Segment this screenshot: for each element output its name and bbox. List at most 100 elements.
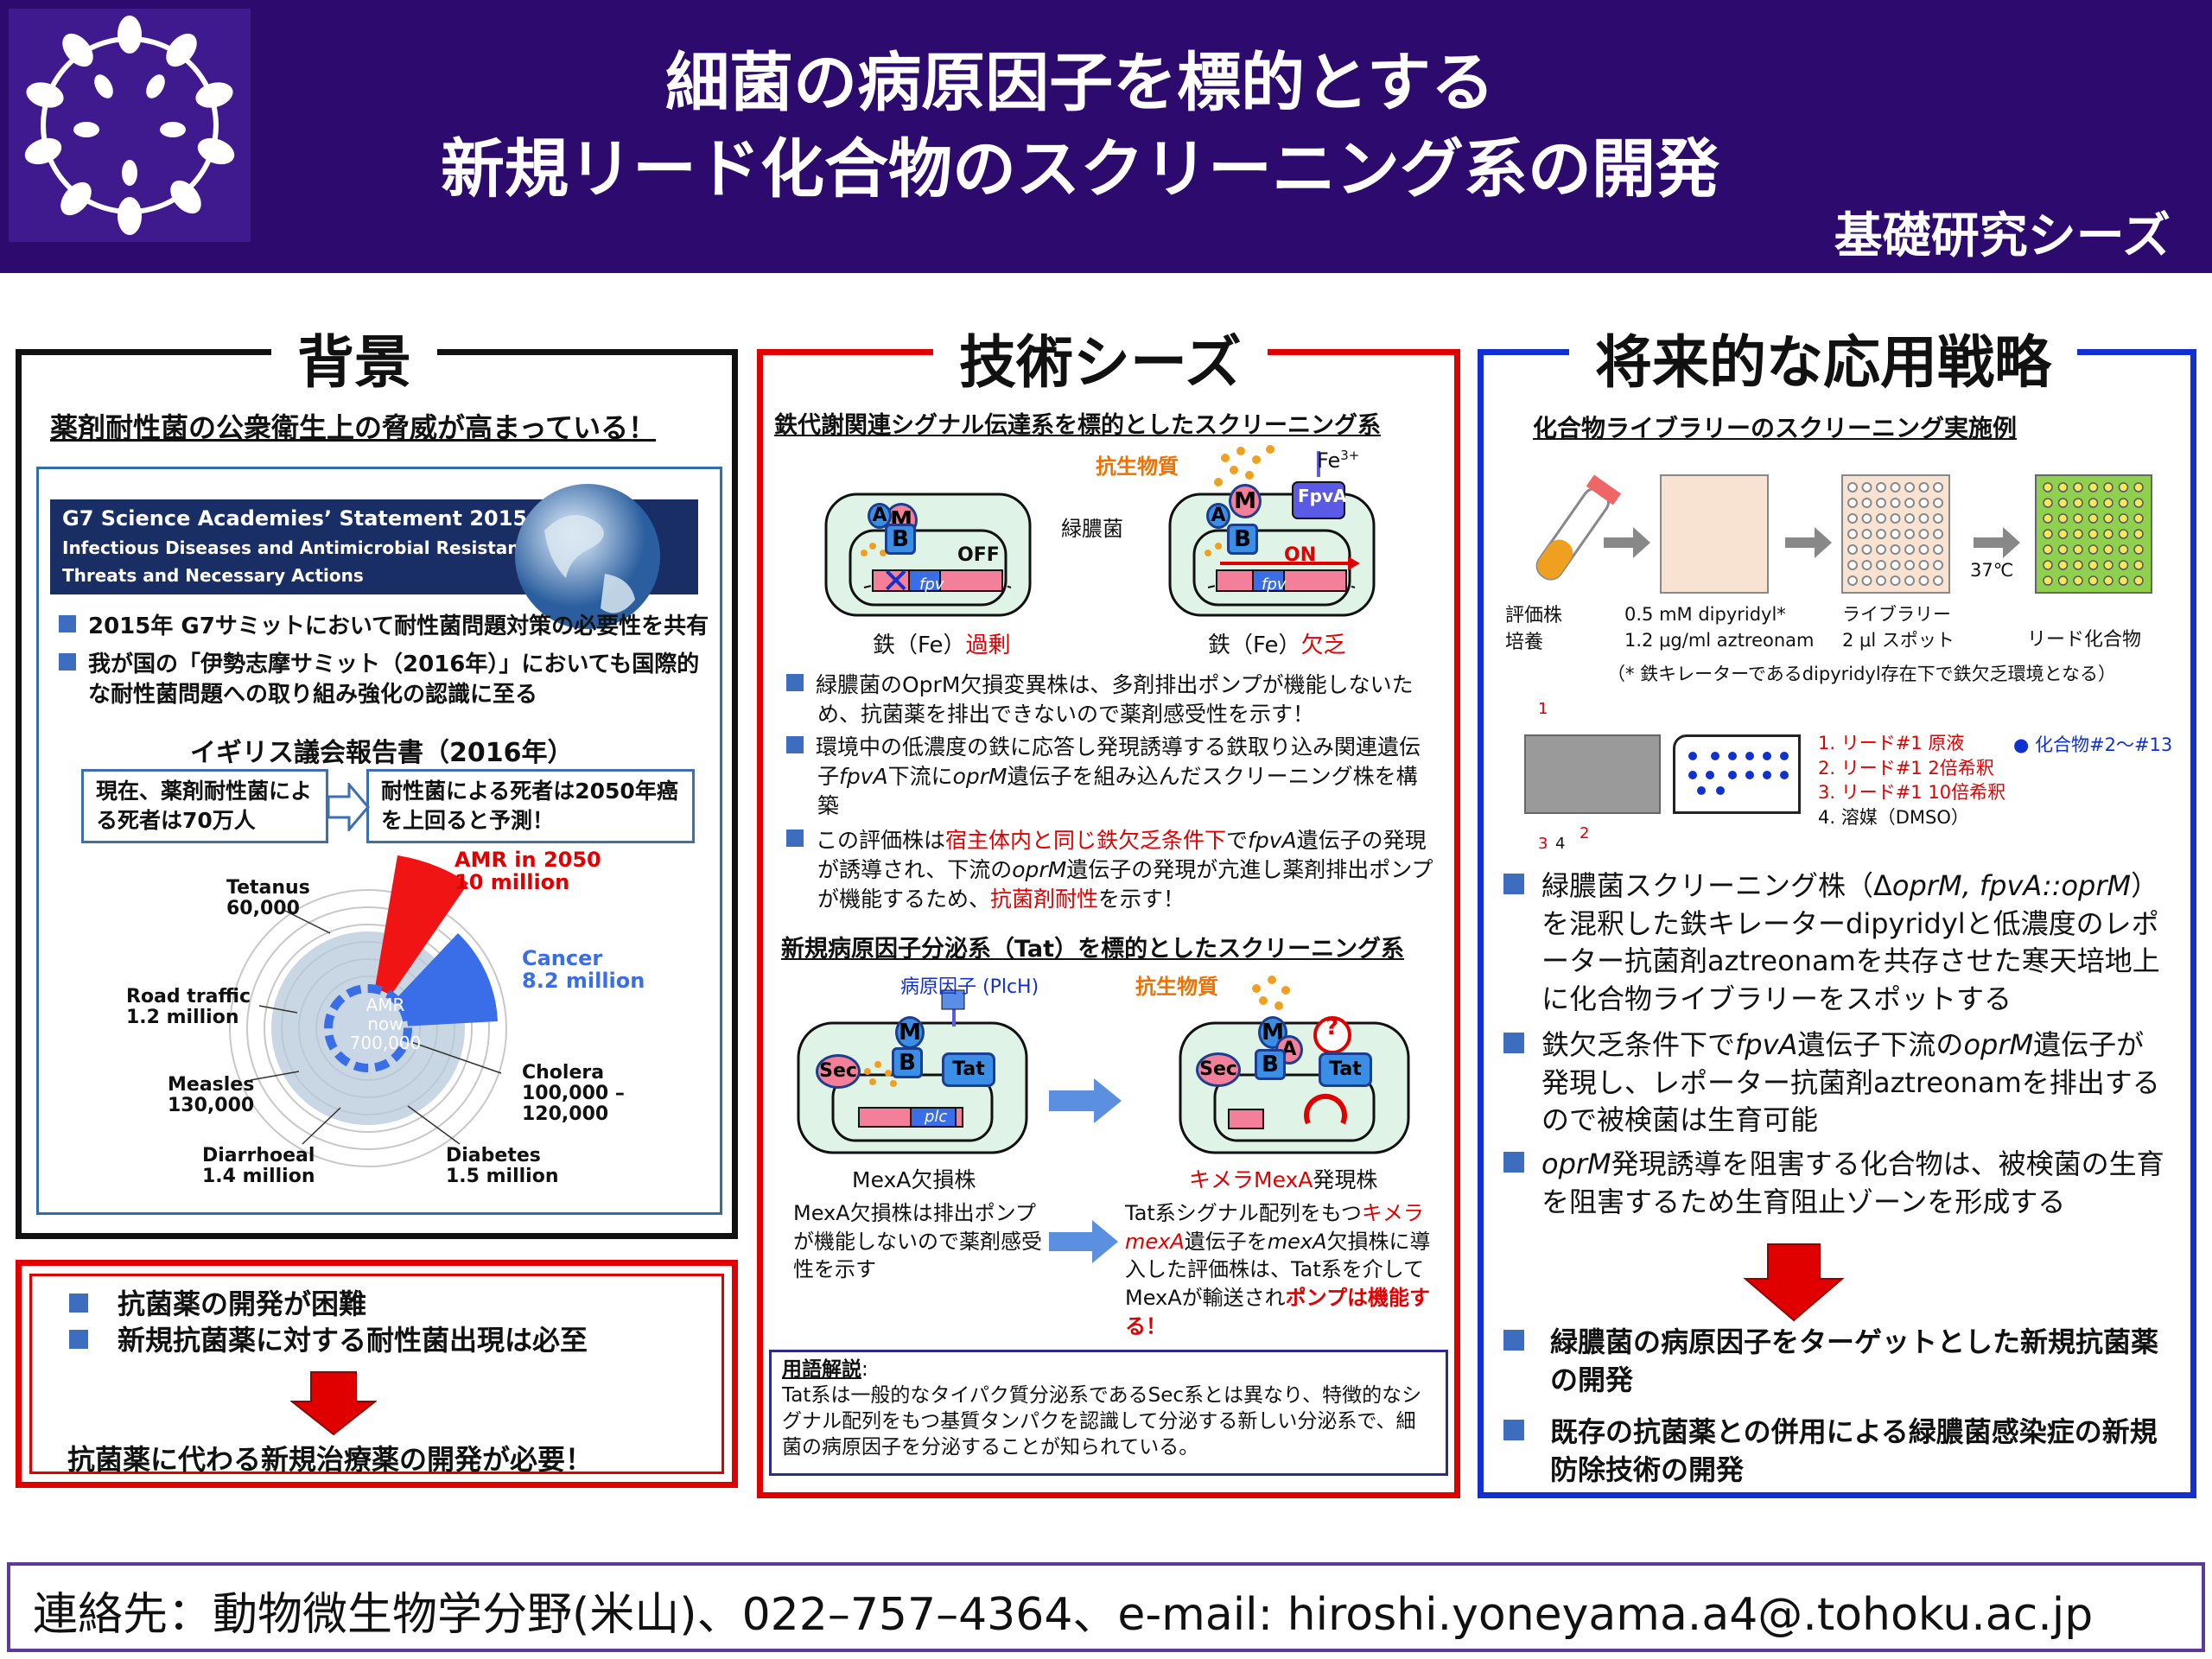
future-title: 将来的な応用戦略	[1569, 316, 2077, 399]
tat-transporter: Tat	[942, 1052, 995, 1087]
well-spot	[2103, 513, 2113, 524]
plc-gene: plc	[925, 1108, 948, 1126]
well-spot	[2073, 560, 2083, 570]
conclusion-text: 抗菌薬に代わる新規治療薬の開発が必要！	[67, 1443, 594, 1476]
culture-label: 評価株培養	[1505, 605, 1563, 653]
background-conclusion-inner	[29, 1274, 724, 1474]
chimera-label: キメラMexA発現株	[1189, 1167, 1378, 1192]
lead-label: リード化合物	[2027, 629, 2142, 651]
well-spot	[1861, 513, 1872, 524]
desc-right: Tat系シグナル配列をもつキメラmexA遺伝子をmexA欠損株に導入した評価株は…	[1125, 1201, 1431, 1338]
tech-bullet-3: この評価株は宿主体内と同じ鉄欠乏条件下でfpvA遺伝子の発現が誘導され、下流のo…	[786, 826, 1434, 914]
well-spot	[2073, 544, 2083, 555]
iron-deficient-label: 鉄（Fe）欠乏	[1208, 632, 1346, 658]
well-spot	[1847, 498, 1858, 508]
well-spot	[1933, 544, 1943, 555]
future-conclusion-2: 既存の抗菌薬との併用による緑膿菌感染症の新規防除技術の開発	[1503, 1414, 2169, 1489]
background-subtitle: 薬剤耐性菌の公衆衛生上の脅威が高まっている！	[50, 411, 657, 444]
temp-label: 37℃	[1970, 560, 2014, 581]
sec-transporter-2: Sec	[1196, 1052, 1241, 1087]
conclusion-bullet-1: 抗菌薬の開発が困難	[69, 1286, 366, 1324]
well-spot	[2073, 529, 2083, 539]
well-spot	[2118, 575, 2129, 586]
pa-label: 緑膿菌	[1061, 517, 1123, 541]
well-spot	[1933, 560, 1943, 570]
future-bullet-1: 緑膿菌スクリーニング株（ΔoprM, fpvA::oprM）を混釈した鉄キレータ…	[1503, 868, 2169, 1018]
well-spot	[2103, 482, 2113, 493]
antibiotic-label: 抗生物質	[1096, 454, 1179, 479]
num-2: 2	[1580, 824, 1590, 842]
prediction-box: 耐性菌による死者は2050年癌を上回ると予測！	[366, 769, 695, 843]
iron-excess-label: 鉄（Fe）過剰	[873, 632, 1011, 658]
contact-footer: 連絡先：動物微生物学分野(米山)、022–757–4364、e-mail: hi…	[7, 1562, 2205, 1652]
b-protein-3: B	[1255, 1049, 1286, 1080]
off-label: OFF	[957, 544, 1000, 566]
well-spot	[1904, 498, 1915, 508]
well-spot	[1904, 513, 1915, 524]
mexa-deletion-label: MexA欠損株	[852, 1167, 976, 1192]
well-spot	[2088, 544, 2099, 555]
b-protein-on: B	[1227, 524, 1258, 555]
well-spot	[1876, 529, 1886, 539]
num-1: 1	[1538, 700, 1548, 718]
report-title: イギリス議会報告書（2016年）	[190, 738, 574, 768]
desc-left: MexA欠損株は排出ポンプが機能しないので薬剤感受性を示す	[793, 1201, 1042, 1282]
well-spot	[2103, 544, 2113, 555]
well-spot	[2088, 529, 2099, 539]
a-protein-on: A	[1206, 503, 1230, 529]
on-label: ON	[1284, 544, 1317, 566]
well-spot	[2088, 482, 2099, 493]
title-line-2: 新規リード化合物のスクリーニング系の開発	[441, 132, 1719, 207]
well-spot	[1861, 560, 1872, 570]
well-spot	[2043, 575, 2053, 586]
tat-transporter-2: Tat	[1319, 1052, 1372, 1087]
well-spot	[2073, 575, 2083, 586]
num-3: 3	[1538, 835, 1548, 853]
well-spot	[1904, 529, 1915, 539]
note: （* 鉄キレーターであるdipyridyl存在下で鉄欠乏環境となる）	[1607, 664, 2117, 684]
well-spot	[2133, 513, 2144, 524]
current-deaths-box: 現在、薬剤耐性菌による死者は70万人	[81, 769, 328, 843]
fpv-gene-1: fpv	[919, 575, 944, 594]
well-spot	[2103, 498, 2113, 508]
fe-label: Fe3+	[1317, 448, 1360, 473]
well-spot	[2118, 498, 2129, 508]
well-spot	[2118, 482, 2129, 493]
tech-bullet-1: 緑膿菌のOprM欠損変異株は、多剤排出ポンプが機能しないため、抗菌薬を排出できな…	[786, 671, 1434, 729]
tech-sub2: 新規病原因子分泌系（Tat）を標的としたスクリーニング系	[781, 936, 1405, 963]
well-spot	[1847, 513, 1858, 524]
well-spot	[2043, 529, 2053, 539]
well-spot	[1861, 482, 1872, 493]
well-spot	[2043, 560, 2053, 570]
m-protein-2: M	[895, 1016, 925, 1049]
well-spot	[2133, 529, 2144, 539]
well-spot	[2088, 560, 2099, 570]
well-spot	[1890, 575, 1901, 586]
screening-flow	[1535, 474, 2152, 594]
future-conclusion-1: 緑膿菌の病原因子をターゲットとした新規抗菌薬の開発	[1503, 1324, 2169, 1399]
well-spot	[2088, 498, 2099, 508]
well-spot	[1918, 544, 1929, 555]
header-banner	[0, 0, 2212, 273]
well-spot	[2133, 482, 2144, 493]
amr-radial-chart	[229, 855, 507, 1167]
well-spot	[1918, 482, 1929, 493]
well-spot	[1890, 529, 1901, 539]
well-spot	[2057, 482, 2069, 493]
arrow-right-icon-2	[1049, 1220, 1118, 1263]
well-spot	[2043, 482, 2053, 493]
well-spot	[2043, 544, 2053, 555]
well-spot	[1904, 544, 1915, 555]
well-spot	[1861, 529, 1872, 539]
fpv-gene-2: fpv	[1262, 575, 1287, 594]
well-spot	[2057, 498, 2069, 508]
plate-photo	[1524, 734, 1661, 814]
well-spot	[2133, 498, 2144, 508]
well-spot	[2118, 529, 2129, 539]
well-spot	[1918, 575, 1929, 586]
tech-title: 技術シーズ	[933, 316, 1268, 399]
